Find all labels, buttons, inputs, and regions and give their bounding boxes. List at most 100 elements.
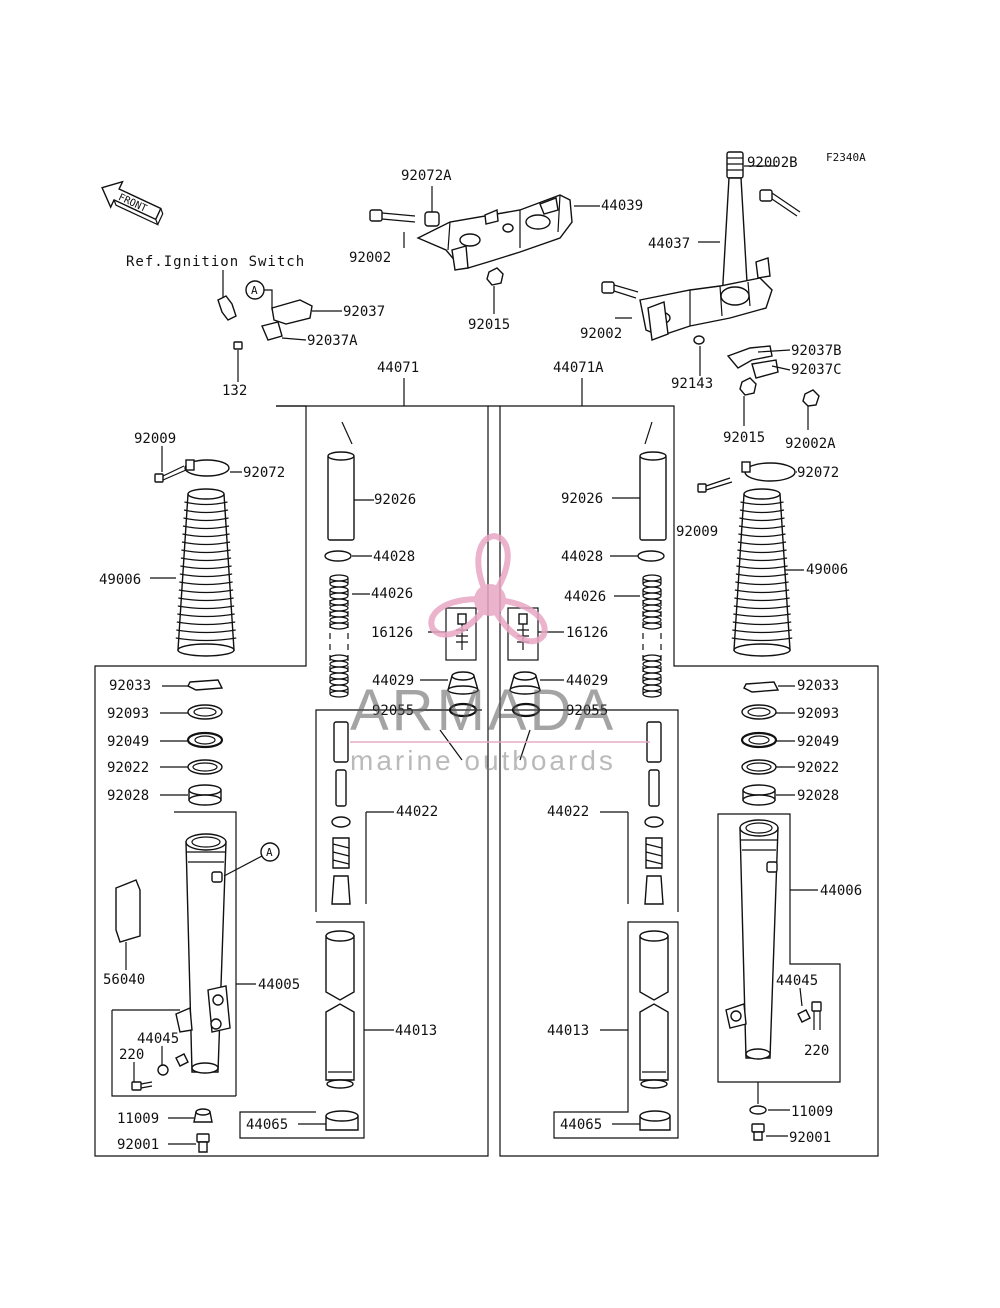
damper-box-right: [504, 709, 679, 912]
label-11009-left: 11009: [117, 1111, 159, 1127]
label-132: 132: [222, 383, 247, 399]
steering-stem-44037: [639, 151, 773, 341]
outer-tube-44006: [725, 819, 779, 1060]
seal-stack-left: [186, 679, 224, 806]
label-92002B: 92002B: [747, 155, 798, 171]
bolt-92001-right: [751, 1123, 765, 1141]
label-44026-left: 44026: [371, 586, 413, 602]
nut-92015-right: [739, 377, 757, 396]
ref-note: Ref.Ignition Switch: [126, 254, 305, 270]
label-92072-left: 92072: [243, 465, 285, 481]
callout-a-top: A: [245, 280, 265, 300]
label-49006-left: 49006: [99, 572, 141, 588]
bolt-92001-left: [196, 1133, 210, 1153]
bolt-92009-right: [697, 477, 733, 493]
label-220-left: 220: [119, 1047, 144, 1063]
label-44028-left: 44028: [373, 549, 415, 565]
label-92037A: 92037A: [307, 333, 358, 349]
label-92049-left: 92049: [107, 734, 149, 750]
label-92026-left: 92026: [374, 492, 416, 508]
label-220-right: 220: [804, 1043, 829, 1059]
label-92072A: 92072A: [401, 168, 452, 184]
bolt-92002-top: [369, 209, 416, 223]
label-44026-right: 44026: [564, 589, 606, 605]
label-56040: 56040: [103, 972, 145, 988]
upper-bracket-44039: [416, 194, 573, 271]
label-92143: 92143: [671, 376, 713, 392]
watermark-name: ARMADA: [350, 678, 616, 743]
label-44065-left: 44065: [246, 1117, 288, 1133]
label-44022-left: 44022: [396, 804, 438, 820]
boot-49006-left: [175, 488, 237, 657]
washer-44045-left: [157, 1053, 189, 1076]
bolt-92009-left: [154, 465, 187, 483]
label-49006-right: 49006: [806, 562, 848, 578]
cap-44029-right: [509, 671, 541, 695]
ignition-bracket-parts: [217, 295, 313, 350]
washer-11009-left: [193, 1108, 213, 1123]
damper-rod-44022-left: [331, 721, 351, 905]
boot-49006-right: [731, 488, 793, 657]
label-92009-left: 92009: [134, 431, 176, 447]
label-92037: 92037: [343, 304, 385, 320]
damper-rod-44022-right: [644, 721, 664, 905]
inner-tube-44013-right: [639, 930, 669, 1089]
label-44006: 44006: [820, 883, 862, 899]
label-44022-right: 44022: [547, 804, 589, 820]
label-92037C: 92037C: [791, 362, 842, 378]
label-92022-right: 92022: [797, 760, 839, 776]
bolt-92002B: [759, 189, 801, 217]
label-92093-left: 92093: [107, 706, 149, 722]
cap-44029-left: [447, 671, 479, 695]
label-92055-left: 92055: [372, 703, 414, 719]
drain-box-left: [111, 1009, 236, 1097]
bolt-220-left: [131, 1081, 153, 1091]
label-92015-right: 92015: [723, 430, 765, 446]
right-assembly-frame: [499, 405, 879, 1157]
label-44045-right: 44045: [776, 973, 818, 989]
label-16126-left: 16126: [371, 625, 413, 641]
bush-44065-right: [639, 1110, 671, 1131]
bolt-92002A: [802, 389, 820, 407]
label-92028-right: 92028: [797, 788, 839, 804]
label-92037B: 92037B: [791, 343, 842, 359]
outer-tube-box-right: [717, 813, 841, 1083]
spacer-92026-right: [639, 451, 667, 541]
label-44071: 44071: [377, 360, 419, 376]
svg-text:A: A: [266, 846, 273, 859]
label-92072-right: 92072: [797, 465, 839, 481]
bush-44065-left: [325, 1110, 359, 1131]
watermark-tagline: marine outboards: [350, 745, 616, 776]
front-arrow-icon: FRONT: [101, 180, 164, 226]
label-92026-right: 92026: [561, 491, 603, 507]
armada-logo: [428, 532, 548, 645]
label-44028-right: 44028: [561, 549, 603, 565]
bracket-92037C: [751, 359, 779, 379]
label-44029-right: 44029: [566, 673, 608, 689]
label-92002-right: 92002: [580, 326, 622, 342]
label-92049-right: 92049: [797, 734, 839, 750]
washer-44028-left: [324, 550, 352, 562]
clamp-92072-right: [741, 461, 796, 482]
figure-code: F2340A: [826, 151, 866, 164]
label-11009-right: 11009: [791, 1104, 833, 1120]
label-44013-right: 44013: [547, 1023, 589, 1039]
label-92033-right: 92033: [797, 678, 839, 694]
label-plate-56040: [115, 879, 141, 943]
inner-tube-44013-left: [325, 930, 355, 1089]
washer-92143: [693, 335, 705, 345]
label-92055-right: 92055: [566, 703, 608, 719]
label-44071A: 44071A: [553, 360, 604, 376]
label-92028-left: 92028: [107, 788, 149, 804]
tube-box-right: [553, 921, 679, 1139]
tube-box-left: [239, 921, 365, 1139]
label-92022-left: 92022: [107, 760, 149, 776]
label-92001-right: 92001: [789, 1130, 831, 1146]
seal-stack-right: [740, 681, 780, 806]
washer-11009-right: [749, 1105, 767, 1115]
bolt-220-right: [811, 1001, 822, 1030]
label-92093-right: 92093: [797, 706, 839, 722]
bolt-92002-right: [601, 281, 639, 299]
svg-text:A: A: [251, 284, 258, 297]
label-44065-right: 44065: [560, 1117, 602, 1133]
